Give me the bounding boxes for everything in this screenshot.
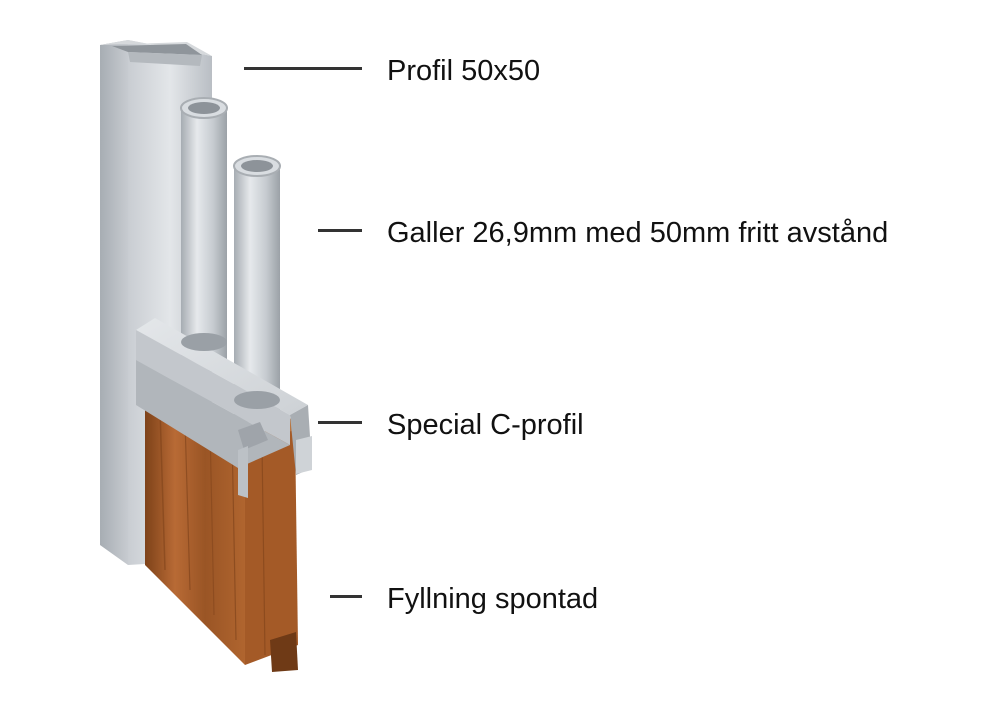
- leader-line-c-profil: [318, 421, 362, 424]
- callout-galler: Galler 26,9mm med 50mm fritt avstånd: [387, 217, 889, 249]
- leader-line-profil: [244, 67, 362, 70]
- leader-line-galler: [318, 229, 362, 232]
- callout-profil-50x50: Profil 50x50: [387, 55, 541, 87]
- leader-line-fyllning: [330, 595, 362, 598]
- callout-fyllning-spontad: Fyllning spontad: [387, 583, 599, 615]
- callout-special-c-profil: Special C-profil: [387, 409, 584, 441]
- c-profile-rail-icon: [136, 318, 312, 498]
